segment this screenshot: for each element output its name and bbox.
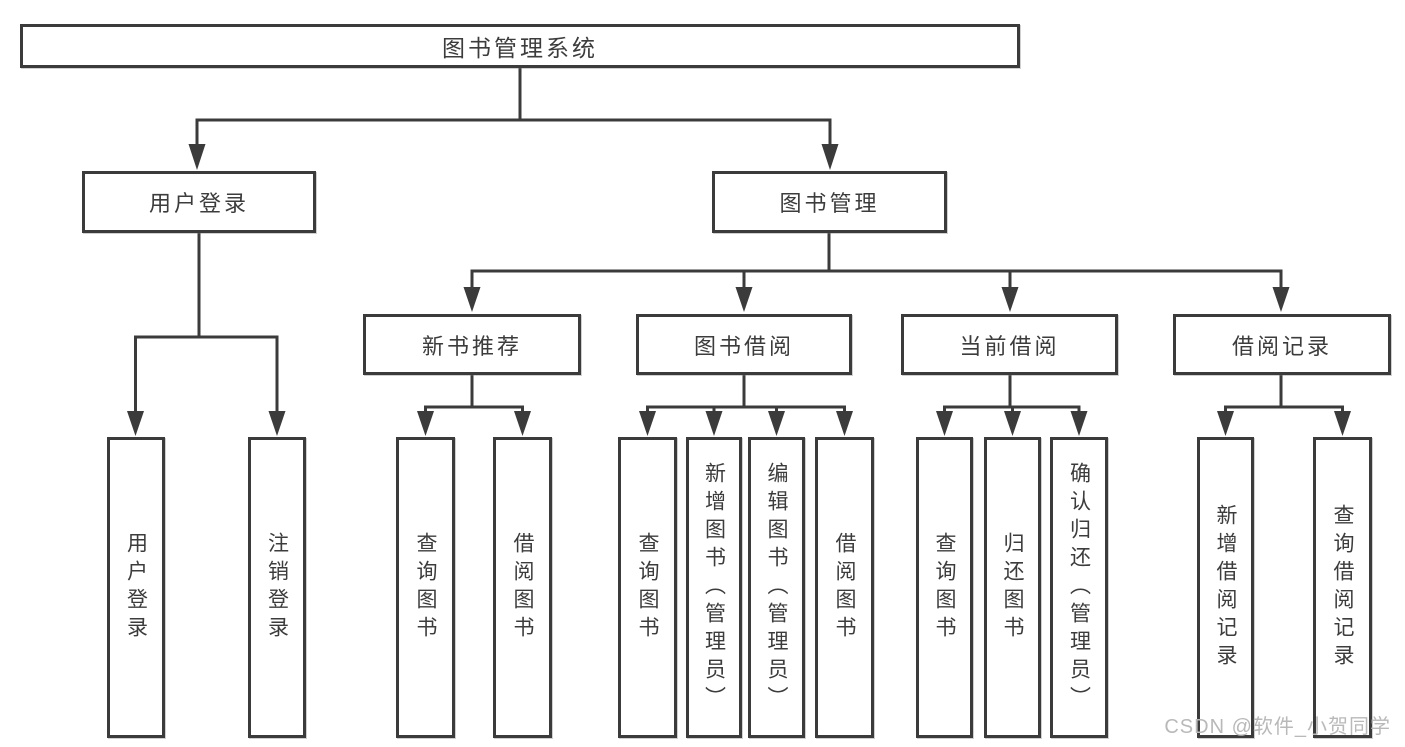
leaf-borrow-borrow-books-label: 借阅图书 <box>833 531 856 644</box>
leaf-current-query-books: 查询图书 <box>916 437 973 738</box>
node-book-management: 图书管理 <box>712 171 947 233</box>
node-new-book-recommendation: 新书推荐 <box>363 314 581 375</box>
leaf-borrow-query-books-label: 查询图书 <box>636 531 659 644</box>
leaf-current-confirm-return-admin-label: 确认归还（管理员） <box>1067 461 1091 714</box>
leaf-borrow-edit-books-admin-label: 编辑图书（管理员） <box>765 461 788 714</box>
leaf-borrow-borrow-books: 借阅图书 <box>815 437 874 738</box>
leaf-newbook-borrow-books-label: 借阅图书 <box>511 531 534 644</box>
connector-lines <box>134 66 1344 414</box>
leaf-newbook-borrow-books: 借阅图书 <box>493 437 552 738</box>
leaf-current-return-books-label: 归还图书 <box>1001 531 1024 644</box>
node-borrowing-records: 借阅记录 <box>1173 314 1391 375</box>
leaf-newbook-query-books: 查询图书 <box>396 437 455 738</box>
node-library-management-system: 图书管理系统 <box>20 24 1020 68</box>
node-user-login: 用户登录 <box>82 171 316 233</box>
leaf-newbook-query-books-label: 查询图书 <box>414 531 437 644</box>
leaf-logout-label: 注销登录 <box>265 531 289 644</box>
leaf-records-add-record-label: 新增借阅记录 <box>1214 503 1237 672</box>
leaf-records-add-record: 新增借阅记录 <box>1197 437 1254 738</box>
leaf-records-query-record-label: 查询借阅记录 <box>1331 503 1354 672</box>
node-book-borrowing: 图书借阅 <box>636 314 852 375</box>
leaf-borrow-query-books: 查询图书 <box>618 437 677 738</box>
leaf-records-query-record: 查询借阅记录 <box>1313 437 1372 738</box>
leaf-current-query-books-label: 查询图书 <box>933 531 956 644</box>
leaf-logout: 注销登录 <box>248 437 306 738</box>
leaf-current-confirm-return-admin: 确认归还（管理员） <box>1050 437 1108 738</box>
arrowhead-icons <box>127 144 1351 436</box>
leaf-borrow-add-books-admin-label: 新增图书（管理员） <box>702 461 726 714</box>
leaf-borrow-edit-books-admin: 编辑图书（管理员） <box>748 437 805 738</box>
node-current-borrowing: 当前借阅 <box>901 314 1118 375</box>
leaf-user-login: 用户登录 <box>107 437 165 738</box>
leaf-borrow-add-books-admin: 新增图书（管理员） <box>686 437 742 738</box>
csdn-watermark: CSDN @软件_小贺同学 <box>1164 716 1391 738</box>
leaf-user-login-label: 用户登录 <box>124 531 148 644</box>
leaf-current-return-books: 归还图书 <box>984 437 1041 738</box>
